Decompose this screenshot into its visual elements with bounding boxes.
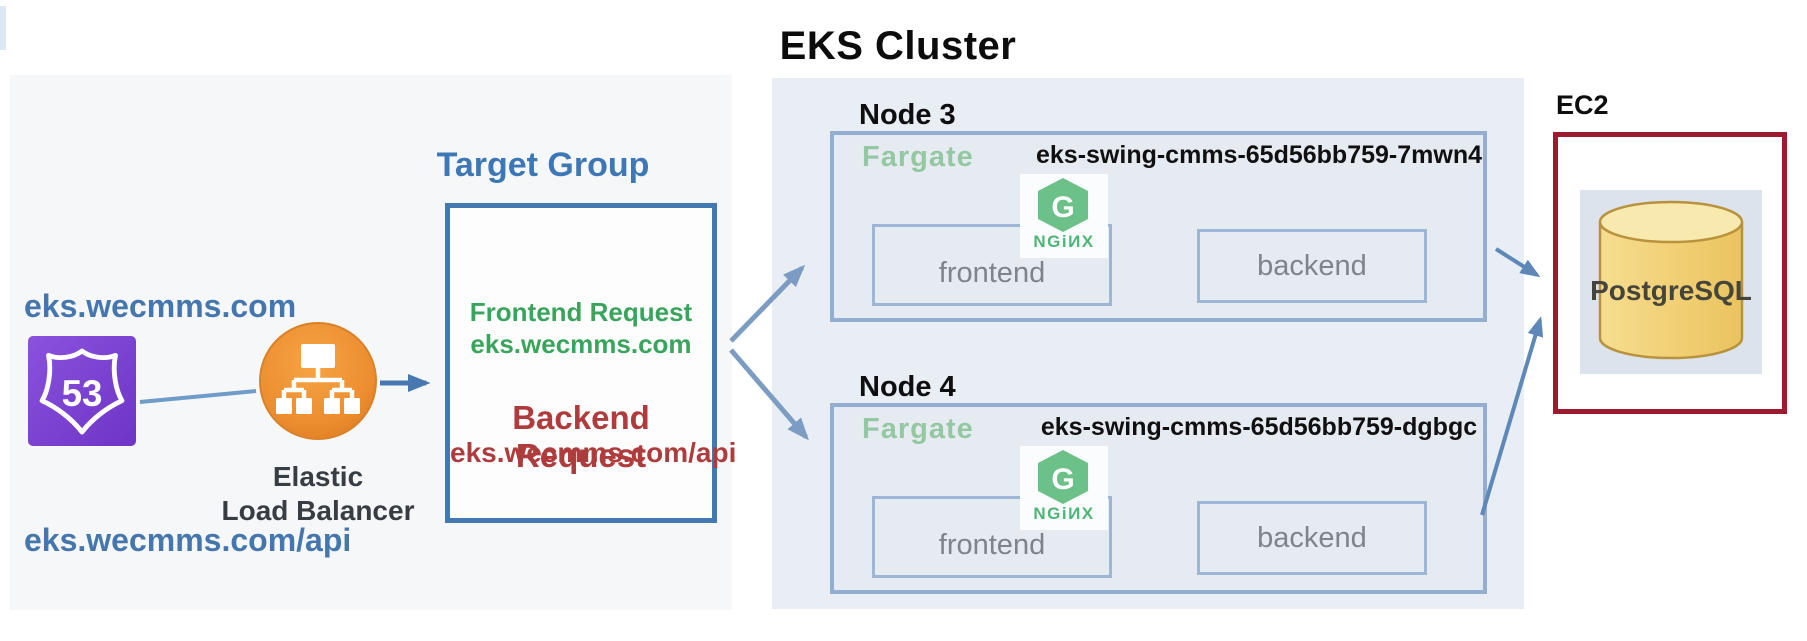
route53-shield-icon: 53 [39, 348, 125, 435]
frontend-domain-text: eks.wecmms.com [24, 288, 297, 324]
node4-box: Node 4 Fargate eks-swing-cmms-65d56bb759… [830, 371, 1487, 594]
route53-icon: 53 [28, 336, 136, 446]
node3-pod-name: eks-swing-cmms-65d56bb759-7mwn4 [1035, 141, 1482, 169]
backend-domain-text: eks.wecmms.com/api [24, 522, 352, 558]
node3-nginx-letter: G [1051, 191, 1074, 224]
corner-sliver [0, 6, 6, 50]
elb-caption: Elastic Load Balancer [200, 460, 436, 528]
frontend-request-url: eks.wecmms.com [470, 329, 692, 359]
node4-nginx-icon: G [1034, 450, 1092, 509]
diagram-title: EKS Cluster [779, 24, 1017, 68]
node3-nginx-wordmark: NGiИX [1033, 232, 1095, 251]
node4-backend-container: backend [1197, 501, 1427, 575]
node4-frontend-container: frontend [872, 496, 1112, 578]
elastic-load-balancer-icon [257, 320, 379, 442]
elb-caption-line1: Elastic [272, 461, 364, 492]
target-group-title: Target Group [436, 146, 650, 184]
node4-fargate-label: Fargate [862, 413, 974, 445]
backend-request-label: Backend Request [512, 399, 650, 474]
backend-request-url: eks.wecmms.com/api [450, 437, 737, 468]
node3-box: Node 3 Fargate eks-swing-cmms-65d56bb759… [830, 99, 1487, 322]
node4-nginx-wordmark: NGiИX [1033, 504, 1095, 523]
node3-frontend-container: frontend [872, 224, 1112, 306]
elb-caption-line2: Load Balancer [221, 495, 415, 527]
ec2-label: EC2 [1556, 90, 1609, 120]
node3-nginx-icon: G [1034, 178, 1092, 237]
target-group-box: Frontend Request eks.wecmms.com Backend … [445, 203, 737, 523]
node3-fargate-label: Fargate [862, 141, 974, 173]
node4-nginx-letter: G [1051, 463, 1074, 496]
node3-backend-container: backend [1197, 229, 1427, 303]
postgresql-text: PostgreSQL [1590, 275, 1752, 306]
route53-badge-number: 53 [62, 373, 103, 414]
node3-label: Node 3 [859, 99, 956, 131]
node4-pod-name: eks-swing-cmms-65d56bb759-dgbgc [1040, 413, 1478, 441]
frontend-request-label: Frontend Request [469, 297, 693, 327]
postgresql-icon: PostgreSQL [1580, 190, 1762, 374]
node4-label: Node 4 [859, 371, 956, 403]
